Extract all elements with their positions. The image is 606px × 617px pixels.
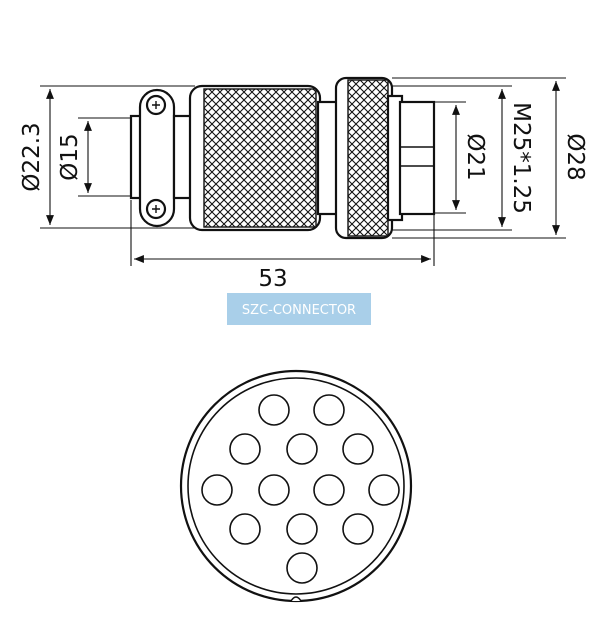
pin-hole-7 xyxy=(258,474,290,506)
dim-left-outer-label: Ø22.3 xyxy=(19,122,45,191)
pin-hole-8 xyxy=(313,474,345,506)
dim-thread-label: M25*1.25 xyxy=(508,102,534,214)
pin-hole-12 xyxy=(342,513,374,545)
dim-right-outer-label: Ø28 xyxy=(562,133,588,180)
dimension-lines xyxy=(40,77,566,266)
dim-length-label: 53 xyxy=(258,266,287,292)
watermark: SZC-CONNECTOR xyxy=(227,293,371,325)
front-view xyxy=(179,369,413,603)
pin-hole-11 xyxy=(286,513,318,545)
dim-right-inner-label: Ø21 xyxy=(462,133,488,180)
pin-hole-10 xyxy=(229,513,261,545)
pin-hole-3 xyxy=(229,433,261,465)
dim-left-inner-label: Ø15 xyxy=(57,133,83,180)
watermark-box xyxy=(227,293,371,325)
rear-knurl xyxy=(203,88,317,228)
pin-hole-6 xyxy=(201,474,233,506)
pin-hole-4 xyxy=(286,433,318,465)
pin-hole-9 xyxy=(368,474,400,506)
watermark-text: SZC-CONNECTOR xyxy=(242,303,356,318)
pin-hole-5 xyxy=(342,433,374,465)
pin-hole-1 xyxy=(258,394,290,426)
pin-holes xyxy=(201,394,400,584)
pin-hole-13 xyxy=(286,552,318,584)
face-inner-circle xyxy=(187,377,405,595)
coupling-knurl xyxy=(347,79,389,237)
side-view xyxy=(129,76,436,240)
pin-hole-2 xyxy=(313,394,345,426)
front-insert xyxy=(398,100,436,216)
keyway-notch xyxy=(290,596,302,602)
